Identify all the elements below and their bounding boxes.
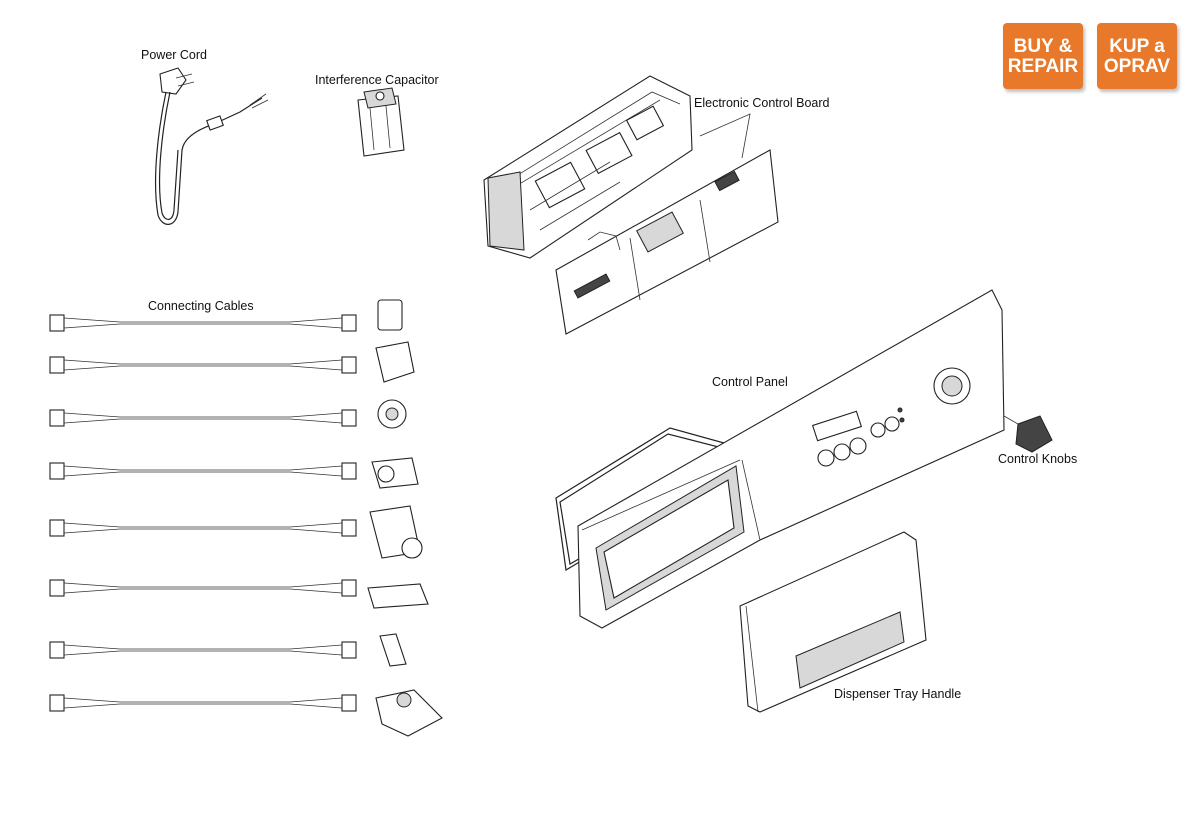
electronic-control-board-label: Electronic Control Board <box>694 96 830 110</box>
connecting-cables-illustration <box>49 314 357 712</box>
control-board-housing-illustration <box>483 75 693 259</box>
badge-line2: REPAIR <box>1007 56 1079 77</box>
control-knobs-label: Control Knobs <box>998 452 1078 466</box>
badge-line1: BUY & <box>1013 36 1073 57</box>
control-panel-label: Control Panel <box>712 375 788 389</box>
interference-capacitor-label: Interference Capacitor <box>315 73 439 87</box>
buy-repair-badge: BUY & REPAIR <box>1003 23 1083 89</box>
component-parts-illustration <box>367 299 443 737</box>
badge-line2: OPRAV <box>1103 56 1171 77</box>
badge-line1: KUP a <box>1109 36 1165 57</box>
control-board-pcb-illustration <box>555 149 779 335</box>
leader-line <box>699 113 751 159</box>
kup-oprav-badge: KUP a OPRAV <box>1097 23 1177 89</box>
control-knob-illustration <box>1003 415 1053 453</box>
power-cord-label: Power Cord <box>141 48 207 62</box>
power-cord-illustration <box>154 67 269 225</box>
dispenser-tray-handle-label: Dispenser Tray Handle <box>834 687 962 701</box>
connecting-cables-label: Connecting Cables <box>148 299 254 313</box>
control-panel-illustration <box>555 289 1005 629</box>
dispenser-tray-handle-illustration <box>739 531 927 713</box>
interference-capacitor-illustration <box>357 87 405 157</box>
